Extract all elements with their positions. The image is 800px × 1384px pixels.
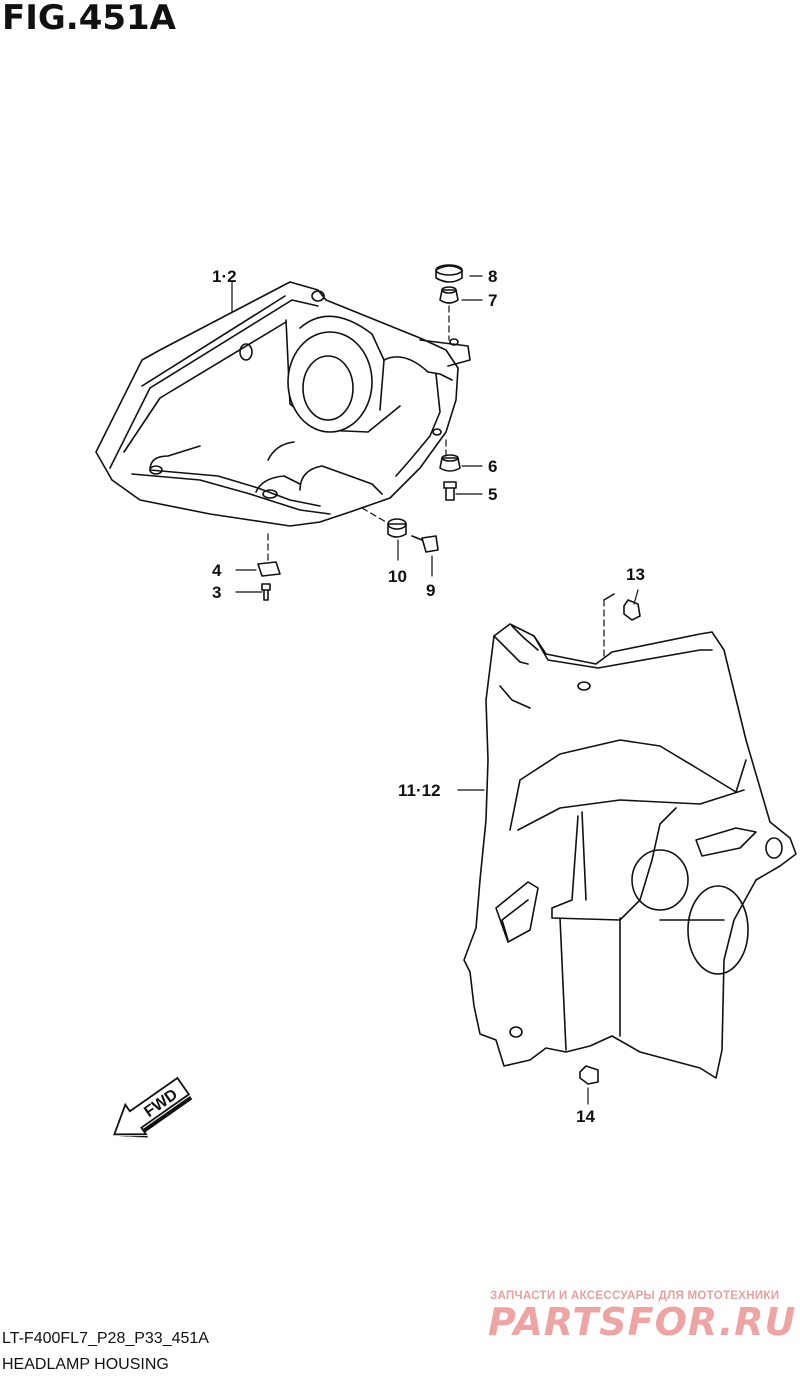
inner-cover-lower xyxy=(463,593,797,1079)
part-5-bolt xyxy=(443,481,457,501)
figure-title: FIG.451A xyxy=(2,0,176,38)
part-14-clip xyxy=(579,1065,599,1085)
figure-code: LT-F400FL7_P28_P33_451A xyxy=(2,1330,209,1347)
part-9-bolt xyxy=(411,535,439,553)
headlamp-housing-upper xyxy=(95,281,471,527)
part-6-nut xyxy=(439,454,461,472)
callout-14: 14 xyxy=(576,1107,595,1126)
callout-9: 9 xyxy=(426,581,435,600)
callout-13: 13 xyxy=(626,565,645,584)
figure-name: HEADLAMP HOUSING xyxy=(2,1356,169,1373)
callout-4: 4 xyxy=(212,561,222,580)
watermark-logo: PARTSFOR.RU xyxy=(488,1300,797,1344)
callout-8: 8 xyxy=(488,267,497,286)
callout-7: 7 xyxy=(488,291,497,310)
callout-3: 3 xyxy=(212,583,221,602)
part-7-bushing xyxy=(439,286,459,304)
part-13-clip xyxy=(623,599,641,621)
part-10-cushion xyxy=(387,518,407,538)
watermark-subtitle: ЗАПЧАСТИ И АКСЕССУАРЫ ДЛЯ МОТОТЕХНИКИ xyxy=(490,1290,780,1302)
callout-6: 6 xyxy=(488,457,497,476)
part-3-screw xyxy=(261,583,271,601)
callout-5: 5 xyxy=(488,485,497,504)
part-4-clip xyxy=(257,561,281,577)
callout-11-12: 11·12 xyxy=(398,781,441,800)
callout-10: 10 xyxy=(388,567,407,586)
callout-1-2: 1·2 xyxy=(212,267,237,286)
fwd-direction-arrow: FWD xyxy=(113,1076,193,1138)
part-8-grommet xyxy=(435,264,463,283)
